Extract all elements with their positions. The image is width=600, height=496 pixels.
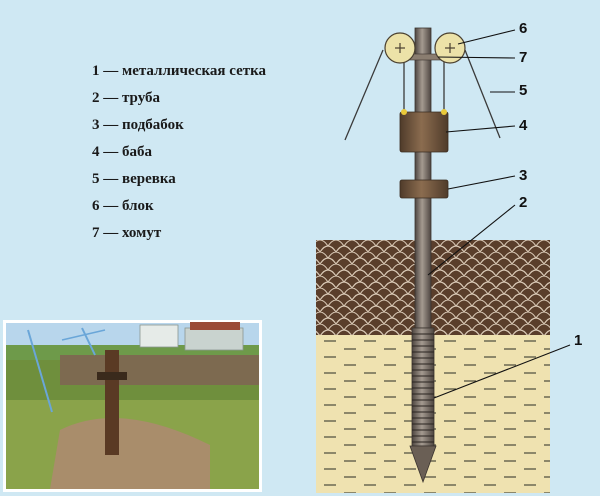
callout-3: 3 bbox=[519, 167, 528, 184]
legend-item-6: 6 — блок bbox=[92, 198, 154, 214]
legend: 1 — металлическая сетка 2 — труба 3 — по… bbox=[92, 58, 266, 247]
callout-4: 4 bbox=[519, 117, 528, 134]
legend-item-7: 7 — хомут bbox=[92, 225, 162, 241]
hammer-weight bbox=[399, 111, 449, 153]
field-photo bbox=[3, 320, 262, 492]
leader-lines bbox=[427, 29, 571, 399]
legend-item-1: 1 — металлическая сетка bbox=[92, 63, 267, 79]
rope bbox=[344, 49, 501, 141]
pipe bbox=[414, 27, 432, 329]
callout-6: 6 bbox=[519, 20, 528, 37]
callout-5: 5 bbox=[519, 82, 528, 99]
legend-item-3: 3 — подбабок bbox=[92, 117, 184, 133]
soil-top-layer bbox=[316, 240, 550, 335]
callout-7: 7 bbox=[519, 49, 528, 66]
legend-item-2: 2 — труба bbox=[92, 90, 160, 106]
legend-item-4: 4 — баба bbox=[92, 144, 152, 160]
mesh-lines bbox=[412, 333, 434, 443]
legend-item-5: 5 — веревка bbox=[92, 171, 176, 187]
sub-weight bbox=[399, 179, 449, 199]
pulley-left bbox=[384, 32, 416, 64]
pulley-right bbox=[434, 32, 466, 64]
callout-2: 2 bbox=[519, 194, 528, 211]
callout-1: 1 bbox=[574, 332, 583, 349]
drill-tip bbox=[409, 445, 437, 484]
